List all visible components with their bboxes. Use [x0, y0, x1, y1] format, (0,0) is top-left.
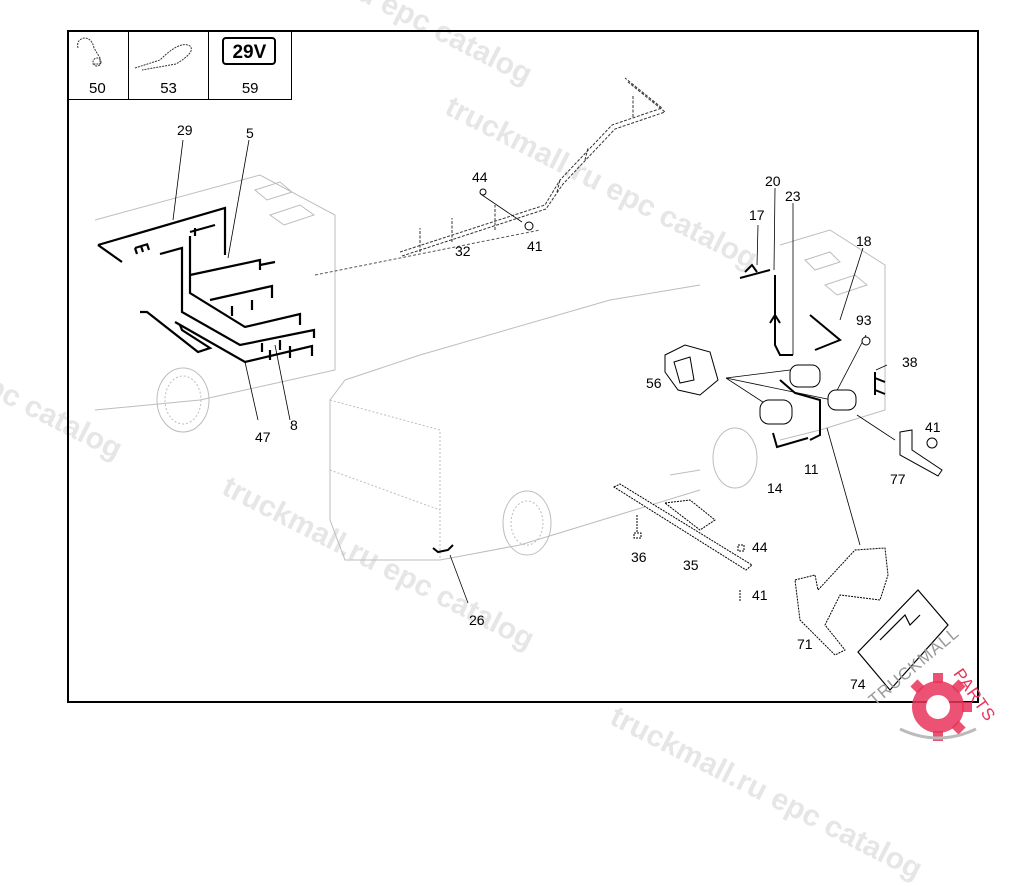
callout-38[interactable]: 38 [902, 354, 918, 370]
switch-56 [664, 344, 719, 396]
cab-outline-left [94, 174, 336, 411]
bracket-71 [794, 547, 889, 656]
connectors [479, 188, 938, 449]
wiring-harness-roof [399, 77, 667, 257]
hook-26 [432, 544, 454, 554]
callout-77[interactable]: 77 [890, 471, 906, 487]
callout-47[interactable]: 47 [255, 429, 271, 445]
callout-29[interactable]: 29 [177, 122, 193, 138]
callout-93[interactable]: 93 [856, 312, 872, 328]
legend-strip: 50 53 29V 59 [67, 30, 292, 100]
cab-outline-right [779, 229, 886, 441]
callout-44-roof[interactable]: 44 [472, 169, 488, 185]
grommet-93 [861, 336, 871, 346]
legend-part-number: 59 [241, 80, 259, 97]
leader-lines [172, 139, 896, 604]
legend-part-number: 50 [89, 80, 106, 97]
cable-tie-icon [134, 44, 192, 71]
callout-17[interactable]: 17 [749, 207, 765, 223]
wheel-right [712, 427, 758, 489]
callout-74[interactable]: 74 [850, 676, 866, 692]
callout-56[interactable]: 56 [646, 375, 662, 391]
legend-part-number: 53 [160, 80, 177, 97]
callout-11[interactable]: 11 [804, 461, 819, 477]
callout-18[interactable]: 18 [856, 233, 872, 249]
callout-41-roof[interactable]: 41 [527, 238, 543, 254]
control-module-74 [857, 589, 949, 691]
voltage-badge: 29V [222, 37, 277, 65]
callout-71[interactable]: 71 [797, 636, 813, 652]
callout-5[interactable]: 5 [246, 125, 254, 141]
gear-logo-icon [899, 673, 977, 741]
callout-41-right[interactable]: 41 [925, 419, 941, 435]
callout-20[interactable]: 20 [765, 173, 781, 189]
parts-drawing [77, 37, 949, 691]
wheel-center [502, 490, 552, 556]
bracket-77 [899, 429, 943, 477]
callout-41-rail[interactable]: 41 [752, 587, 768, 603]
legend-item-59[interactable]: 29V 59 [209, 30, 291, 99]
wheel-left [156, 367, 210, 433]
wiring-harness-right [739, 263, 886, 449]
p-clip-icon [77, 37, 101, 65]
truckmall-parts-logo: TRUCKMALL PARTS [860, 623, 1024, 750]
callout-44-rail[interactable]: 44 [752, 539, 768, 555]
callout-26[interactable]: 26 [469, 612, 485, 628]
callout-32[interactable]: 32 [455, 243, 471, 259]
legend-item-53[interactable]: 53 [129, 30, 210, 99]
callout-8[interactable]: 8 [290, 417, 298, 433]
wiring-harness-left [97, 206, 316, 364]
callout-36[interactable]: 36 [631, 549, 647, 565]
truck-body-top [344, 284, 701, 381]
legend-item-50[interactable]: 50 [67, 30, 129, 99]
callout-35[interactable]: 35 [683, 557, 699, 573]
diagram-frame [67, 30, 979, 703]
callout-14[interactable]: 14 [767, 480, 783, 496]
rail-35 [612, 483, 753, 602]
callout-23[interactable]: 23 [785, 188, 801, 204]
